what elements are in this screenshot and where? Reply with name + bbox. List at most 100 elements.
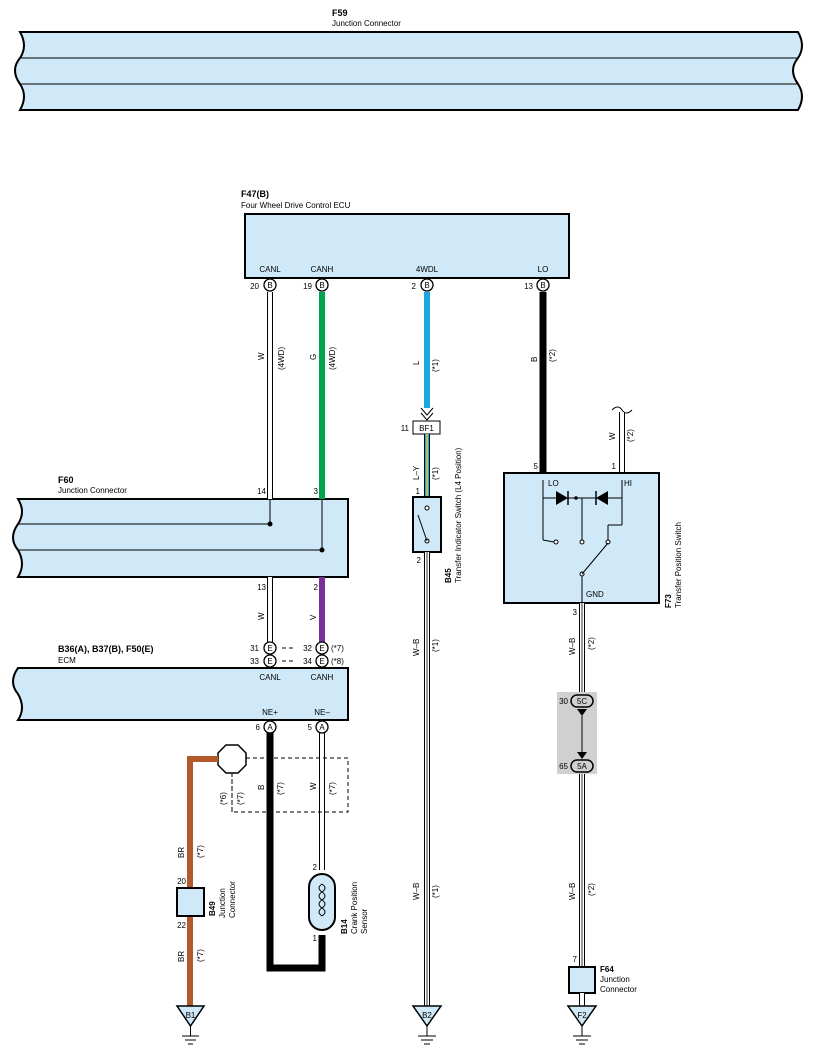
wire-4wd-note-2: (4WD) [328, 347, 337, 370]
wire-w-label-2: W [257, 612, 266, 620]
badge-a-5: A [319, 723, 325, 732]
f73-code: F73 [664, 594, 673, 608]
badge-b-13: B [540, 281, 545, 290]
pin-20: 20 [250, 282, 259, 291]
f64-name-1: Junction [600, 975, 630, 984]
pin-2-f60: 2 [314, 583, 319, 592]
b14-name-1: Crank Position [350, 882, 359, 934]
ground-b2-label: B2 [422, 1011, 432, 1020]
b49-code: B49 [208, 901, 217, 916]
ecm-nep-label: NE+ [262, 708, 278, 717]
badge-5c: 5C [577, 697, 587, 706]
badge-a-6: A [267, 723, 273, 732]
pin-1-b14: 1 [313, 934, 318, 943]
wire-w-label-ne: W [309, 782, 318, 790]
f47-code: F47(B) [241, 189, 269, 199]
f73-name: Transfer Position Switch [674, 522, 683, 608]
pin-13: 13 [524, 282, 533, 291]
badge-b-2: B [424, 281, 429, 290]
ecm-nem-label: NE– [314, 708, 330, 717]
badge-b-20: B [267, 281, 272, 290]
b14-name-2: Sensor [360, 908, 369, 934]
wire-4wd-note-1: (4WD) [277, 347, 286, 370]
pin-7: 7 [573, 955, 578, 964]
pin-30: 30 [559, 697, 568, 706]
wire-wb-note-2: (*1) [431, 885, 440, 898]
wire-br-label-1: BR [177, 847, 186, 858]
wire-wb-label-3: W–B [568, 638, 577, 655]
wire-wb-note-3: (*2) [587, 637, 596, 650]
wire-w-note-ne: (*7) [328, 782, 337, 795]
pin-2: 2 [412, 282, 417, 291]
ground-b1-label: B1 [186, 1011, 196, 1020]
b45-name: Transfer Indicator Switch (L4 Position) [454, 447, 463, 583]
pin-19: 19 [303, 282, 312, 291]
pin-6: 6 [256, 723, 261, 732]
f64-name-2: Connector [600, 985, 637, 994]
badge-e-31: E [267, 644, 272, 653]
wire-wb-label-2: W–B [412, 883, 421, 900]
wire-ly-label: L–Y [412, 465, 421, 480]
ground-f2-label: F2 [577, 1011, 587, 1020]
ecm-code: B36(A), B37(B), F50(E) [58, 644, 154, 654]
ground-b2: B2 [411, 1005, 443, 1045]
pin-11: 11 [401, 424, 410, 433]
f47-canh-label: CANH [311, 265, 334, 274]
f59-junction-connector: F59 Junction Connector [14, 8, 803, 111]
shield-note-7: (*7) [236, 792, 245, 805]
wire-v-label: V [309, 614, 318, 620]
wire-g-label: G [309, 354, 318, 360]
wire-b-note-lo: (*2) [548, 349, 557, 362]
pin-14: 14 [257, 487, 266, 496]
ground-f2: F2 [566, 1005, 598, 1045]
f47-4wdl-label: 4WDL [416, 265, 439, 274]
b14-code: B14 [340, 919, 349, 934]
can-wires: W (4WD) G (4WD) W V [257, 292, 337, 642]
shield-note-6: (*6) [219, 792, 228, 805]
wire-wb-note-1: (*1) [431, 639, 440, 652]
pin-1-b45: 1 [416, 487, 421, 496]
pin-5: 5 [308, 723, 313, 732]
pin-13-f60: 13 [257, 583, 266, 592]
b49-name-1: Junction [218, 888, 227, 918]
note-7-ecm: (*7) [331, 644, 344, 653]
pin-3: 3 [314, 487, 319, 496]
pin-32: 32 [303, 644, 312, 653]
ecm-name: ECM [58, 656, 76, 665]
badge-e-34: E [319, 657, 324, 666]
wire-w-label-hi: W [608, 432, 617, 440]
badge-e-32: E [319, 644, 324, 653]
f60-name: Junction Connector [58, 486, 127, 495]
ground-b1: B1 [175, 1005, 206, 1045]
wire-l-note: (*1) [431, 359, 440, 372]
ecm-canh-label: CANH [311, 673, 334, 682]
pin-2-b45: 2 [417, 556, 422, 565]
wire-br-note-1: (*7) [196, 845, 205, 858]
badge-e-33: E [267, 657, 272, 666]
wire-l-label: L [412, 360, 421, 365]
wire-br-label-2: BR [177, 951, 186, 962]
f73-lo-label: LO [548, 479, 559, 488]
wire-wb-note-4: (*2) [587, 883, 596, 896]
pin-34: 34 [303, 657, 312, 666]
crank-sensor-circuit: B (*7) W (*7) (*6) (*7) BR (*7) BR (*7) … [176, 730, 369, 1006]
pin-20-b49: 20 [177, 877, 186, 886]
pin-5-f73: 5 [534, 462, 539, 471]
f64-code: F64 [600, 965, 614, 974]
pin-31: 31 [250, 644, 259, 653]
lo-circuit: B (*2) W (*2) 5 1 LO HI GND F [503, 292, 683, 1006]
wire-b-label-ne: B [257, 785, 266, 790]
badge-b-19: B [319, 281, 324, 290]
wire-w-note-hi: (*2) [626, 429, 635, 442]
wire-ly-note: (*1) [431, 467, 440, 480]
pin-1-f73: 1 [612, 462, 617, 471]
f47-canl-label: CANL [259, 265, 281, 274]
pin-22: 22 [177, 921, 186, 930]
b45-code: B45 [444, 568, 453, 583]
pin-badges: 20 B 19 B 2 B 13 B 14 3 13 2 31 E 32 E (… [250, 278, 550, 734]
f60-code: F60 [58, 475, 74, 485]
f59-name: Junction Connector [332, 19, 401, 28]
f73-hi-label: HI [624, 479, 632, 488]
f47-4wd-control-ecu: F47(B) Four Wheel Drive Control ECU CANL… [241, 189, 570, 279]
